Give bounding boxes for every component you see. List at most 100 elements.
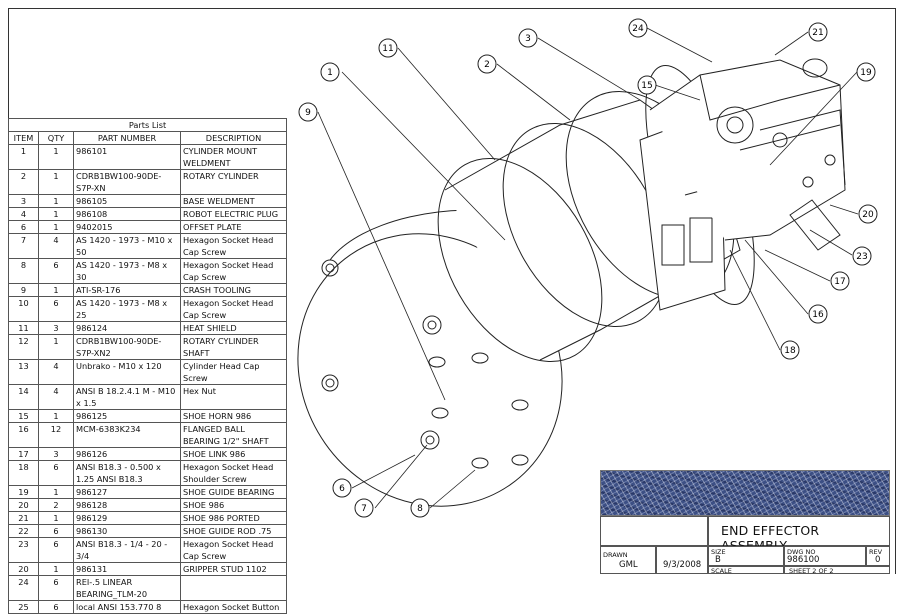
qty-cell: 6 [38, 258, 74, 284]
qty-cell: 1 [38, 207, 74, 221]
part-number-cell: AS 1420 - 1973 - M8 x 25 [73, 296, 181, 322]
qty-cell: 1 [38, 511, 74, 525]
dwg-no-cell: DWG NO 986100 [784, 546, 866, 566]
item-cell: 18 [8, 460, 39, 486]
header-description: DESCRIPTION [179, 131, 288, 145]
cap-screw-4 [420, 430, 440, 450]
description-cell: Hexagon Socket Button [179, 600, 288, 614]
qty-cell: 6 [38, 575, 74, 601]
cylinder-ring-1 [437, 158, 603, 362]
description-cell: SHOE LINK 986 [179, 447, 288, 461]
dowel-5 [471, 457, 489, 469]
callout-number: 23 [856, 252, 867, 262]
dowel-3 [431, 407, 449, 419]
title-block-blank-1 [600, 516, 708, 546]
description-cell: SHOE 986 [179, 498, 288, 512]
cap-screw-3 [422, 315, 442, 335]
item-cell: 25 [8, 600, 39, 614]
part-number-cell: 986127 [73, 485, 181, 499]
item-cell: 17 [8, 447, 39, 461]
qty-cell: 6 [38, 524, 74, 538]
callout-number: 20 [862, 210, 874, 220]
part-number-cell: ANSI B 18.2.4.1 M - M10 x 1.5 [73, 384, 181, 410]
description-cell [179, 575, 288, 601]
part-number-cell: 986128 [73, 498, 181, 512]
callout-balloon: 11 [378, 38, 398, 58]
item-cell: 4 [8, 207, 39, 221]
callout-balloon: 18 [780, 340, 800, 360]
scale-label: SCALE [711, 567, 732, 575]
callout-balloon: 8 [410, 498, 430, 518]
callout-number: 1 [327, 68, 333, 78]
qty-cell: 6 [38, 537, 74, 563]
qty-cell: 4 [38, 384, 74, 410]
dwg-no-label: DWG NO [787, 548, 816, 556]
callout-number: 19 [860, 68, 872, 78]
callout-balloon: 24 [628, 18, 648, 38]
title-block: END EFFECTOR ASSEMBLY DRAWN GML 9/3/2008… [600, 470, 892, 575]
item-cell: 10 [8, 296, 39, 322]
callout-number: 17 [834, 277, 845, 287]
qty-cell: 12 [38, 422, 74, 448]
description-cell: CYLINDER MOUNT WELDMENT [179, 144, 288, 170]
port-plate-2 [689, 217, 713, 263]
description-cell: SHOE HORN 986 [179, 409, 288, 423]
description-cell: Hexagon Socket Head Shoulder Screw [179, 460, 288, 486]
item-cell: 21 [8, 511, 39, 525]
callout-balloon: 20 [858, 204, 878, 224]
callout-number: 24 [632, 24, 644, 34]
callout-number: 15 [641, 81, 652, 91]
qty-cell: 1 [38, 144, 74, 170]
description-cell: Hex Nut [179, 384, 288, 410]
callout-balloon: 3 [518, 28, 538, 48]
scale-cell: SCALE [708, 566, 784, 575]
item-cell: 16 [8, 422, 39, 448]
description-cell: CRASH TOOLING [179, 283, 288, 297]
description-cell: SHOE GUIDE BEARING [179, 485, 288, 499]
qty-cell: 1 [38, 283, 74, 297]
qty-cell: 3 [38, 447, 74, 461]
qty-cell: 1 [38, 169, 74, 195]
item-cell: 24 [8, 575, 39, 601]
item-cell: 6 [8, 220, 39, 234]
description-cell: Hexagon Socket Head Cap Screw [179, 296, 288, 322]
description-cell: Hexagon Socket Head Cap Screw [179, 233, 288, 259]
qty-cell: 6 [38, 460, 74, 486]
callout-balloon: 19 [856, 62, 876, 82]
description-cell: SHOE 986 PORTED [179, 511, 288, 525]
dwg-no-value: 986100 [787, 555, 820, 565]
description-cell: ROTARY CYLINDER [179, 169, 288, 195]
part-number-cell: CDRB1BW100-90DE-S7P-XN [73, 169, 181, 195]
part-number-cell: REI-.5 LINEAR BEARING_TLM-20 [73, 575, 181, 601]
dowel-2 [471, 352, 489, 364]
part-number-cell: 986108 [73, 207, 181, 221]
description-cell: BASE WELDMENT [179, 194, 288, 208]
drawn-date: 9/3/2008 [663, 560, 702, 570]
parts-list-caption: Parts List [7, 118, 288, 132]
item-cell: 3 [8, 194, 39, 208]
part-number-cell: 9402015 [73, 220, 181, 234]
description-cell: SHOE GUIDE ROD .75 [179, 524, 288, 538]
item-cell: 22 [8, 524, 39, 538]
bearing-hole [716, 106, 754, 144]
part-number-cell: 986124 [73, 321, 181, 335]
callout-number: 11 [382, 44, 393, 54]
header-part-number: PART NUMBER [73, 131, 181, 145]
callout-balloon: 23 [852, 246, 872, 266]
sheet-cell: SHEET 2 OF 2 [784, 566, 890, 575]
dowel-6 [511, 454, 529, 466]
